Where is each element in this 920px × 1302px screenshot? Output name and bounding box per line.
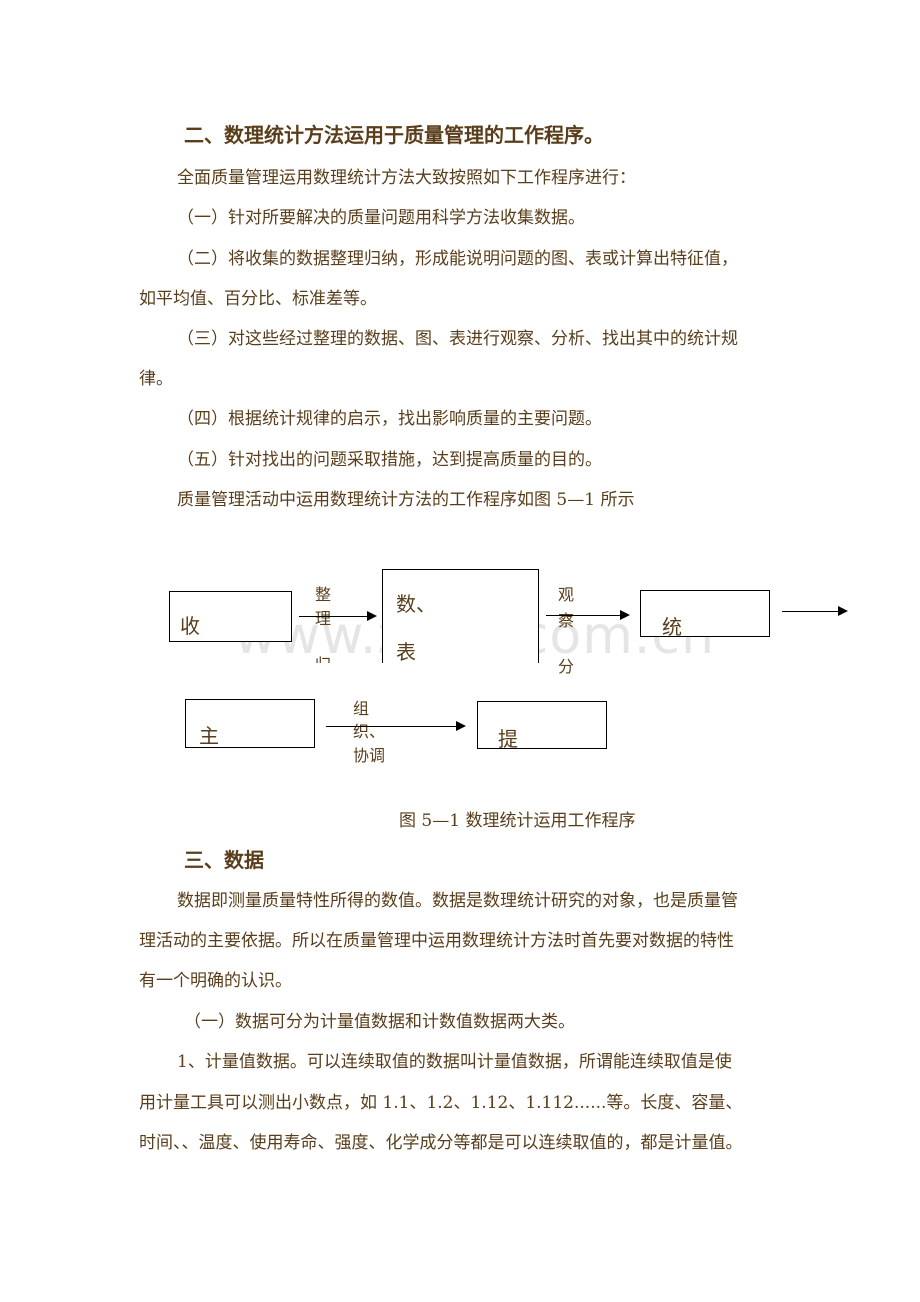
box-improve: 提 <box>477 701 607 749</box>
arrow2-label-1: 观 <box>558 585 575 604</box>
arrow1-label: 整 理 归 <box>315 583 339 663</box>
figure-intro: 质量管理活动中运用数理统计方法的工作程序如图 5—1 所示 <box>177 490 635 510</box>
arrow2-label-3: 分 <box>558 657 575 675</box>
arrow-4 <box>326 721 466 731</box>
subheading-1: （一）数据可分为计量值数据和计数值数据两大类。 <box>184 1012 575 1032</box>
box-data-label-1: 数、 <box>396 592 436 616</box>
step-2-line-1: （二）将收集的数据整理归纳，形成能说明问题的图、表或计算出特征值， <box>177 249 738 269</box>
step-5: （五）针对找出的问题采取措施，达到提高质量的目的。 <box>177 450 602 470</box>
section-heading-data: 三、数据 <box>184 848 264 872</box>
box-data-label-2: 表 <box>396 640 416 663</box>
paragraph-1-line-3: 有一个明确的认识。 <box>139 971 292 991</box>
paragraph-1-line-2: 理活动的主要依据。所以在质量管理中运用数理统计方法时首先要对数据的特性 <box>139 931 734 951</box>
box-stats-label: 统 <box>662 615 682 637</box>
arrow1-label-1: 整 <box>315 585 332 604</box>
arrow2-label-2: 察 <box>558 611 575 630</box>
arrow2-label: 观 察 分 <box>558 583 582 675</box>
box-collect-label: 收 <box>180 614 200 638</box>
step-1: （一）针对所要解决的质量问题用科学方法收集数据。 <box>177 208 585 228</box>
paragraph-intro: 全面质量管理运用数理统计方法大致按照如下工作程序进行： <box>177 168 636 188</box>
arrow3-label-2: 织、 <box>353 722 386 741</box>
box-main: 主 <box>185 699 315 748</box>
arrow3-label-3: 协调 <box>353 746 386 765</box>
box-stats: 统 <box>640 590 770 637</box>
arrow3-label-1: 组 <box>353 699 370 718</box>
step-3-line-2: 律。 <box>139 369 173 389</box>
box-main-label: 主 <box>199 724 219 748</box>
step-3-line-1: （三）对这些经过整理的数据、图、表进行观察、分析、找出其中的统计规 <box>177 329 738 349</box>
box-improve-label: 提 <box>498 727 518 749</box>
arrow1-label-2: 理 <box>315 609 332 628</box>
arrow1-label-3: 归 <box>315 653 331 663</box>
arrow-1 <box>299 611 377 621</box>
item-1-line-3: 时间、、温度、使用寿命、强度、化学成分等都是可以连续取值的，都是计量值。 <box>139 1133 743 1153</box>
step-4: （四）根据统计规律的启示，找出影响质量的主要问题。 <box>177 409 602 429</box>
box-collect: 收 <box>169 591 292 642</box>
arrow-2 <box>546 610 630 620</box>
section-heading: 二、数理统计方法运用于质量管理的工作程序。 <box>184 123 604 147</box>
item-1-line-2: 用计量工具可以测出小数点，如 1.1、1.2、1.12、1.112......等… <box>139 1093 743 1113</box>
step-2-line-2: 如平均值、百分比、标准差等。 <box>139 289 377 309</box>
arrow-3 <box>782 606 848 616</box>
paragraph-1-line-1: 数据即测量质量特性所得的数值。数据是数理统计研究的对象，也是质量管 <box>177 891 738 911</box>
item-1-line-1: 1、计量值数据。可以连续取值的数据叫计量值数据，所谓能连续取值是使 <box>177 1052 732 1072</box>
box-data: 数、 表 <box>382 569 539 663</box>
figure-caption: 图 5—1 数理统计运用工作程序 <box>399 811 636 831</box>
